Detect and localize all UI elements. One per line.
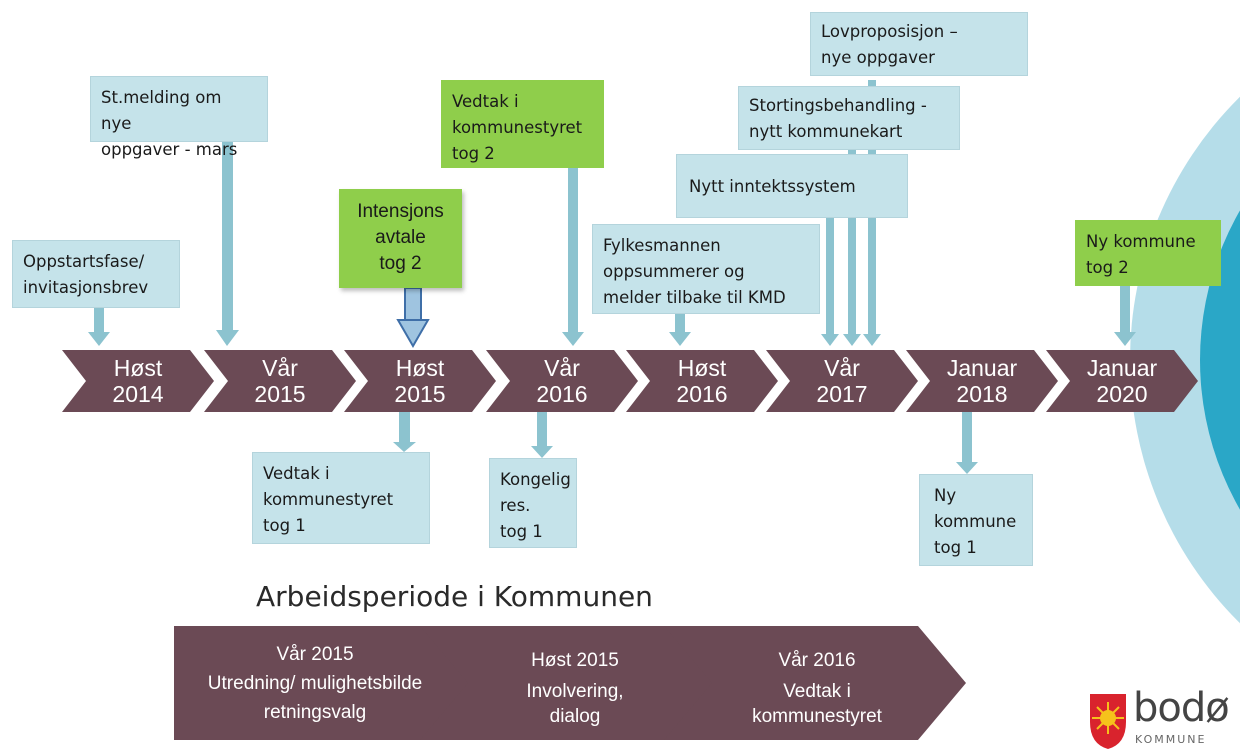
step-label-1: Høst 2014 (112, 355, 164, 407)
chevron-var-2015 (204, 350, 356, 412)
step-label-6: Vår 2017 (816, 355, 868, 407)
work-period-title: Arbeidsperiode i Kommunen (256, 580, 653, 613)
step-label-3: Høst 2015 (394, 355, 446, 407)
step-label-5: Høst 2016 (676, 355, 728, 407)
logo-name: bodø (1133, 685, 1230, 731)
bodo-logo-mark (1090, 694, 1126, 749)
box-st-melding: St.melding om nye oppgaver - mars (90, 76, 268, 159)
box-vedtak-tog2: Vedtak i kommunestyret tog 2 (441, 80, 604, 168)
box-ny-kommune-tog1: Ny kommune tog 1 (919, 474, 1033, 566)
phase-var-2015 (174, 626, 474, 740)
box-oppstartsfase: Oppstartsfase/ invitasjonsbrev (12, 240, 180, 308)
box-vedtak-tog1: Vedtak i kommunestyret tog 1 (252, 452, 430, 544)
box-ny-kommune-tog2: Ny kommune tog 2 (1075, 220, 1221, 286)
box-nytt-inntektssystem: Nytt inntektssystem (676, 154, 908, 218)
step-label-7: Januar 2018 (946, 355, 1018, 407)
chevron-host-2015 (344, 350, 496, 412)
step-label-8: Januar 2020 (1086, 355, 1158, 407)
logo-subtitle: KOMMUNE (1135, 733, 1207, 746)
box-intensjons-avtale: Intensjons avtale tog 2 (339, 189, 462, 288)
box-lovproposisjon: Lovproposisjon – nye oppgaver (810, 12, 1028, 76)
step-label-2: Vår 2015 (254, 355, 306, 407)
chevron-host-2016 (626, 350, 778, 412)
chevron-host-2014 (62, 350, 214, 412)
chevron-var-2017 (766, 350, 918, 412)
intensjon-arrow (396, 287, 430, 349)
phase-label-3: Vår 2016 Vedtak i kommunestyret (752, 650, 882, 727)
phase-label-1: Vår 2015 Utredning/ mulighetsbilde retni… (207, 644, 423, 723)
box-fylkesmannen: Fylkesmannen oppsummerer og melder tilba… (592, 224, 820, 314)
phase-label-2: Høst 2015 Involvering, dialog (526, 650, 624, 727)
timeline-chevrons (62, 350, 1198, 412)
phase-var-2016 (664, 626, 966, 740)
chevron-var-2016 (486, 350, 638, 412)
chevron-januar-2018 (906, 350, 1058, 412)
box-stortingsbehandling: Stortingsbehandling - nytt kommunekart (738, 86, 960, 150)
box-kongelig-res: Kongelig res. tog 1 (489, 458, 577, 548)
work-period-chevrons (174, 626, 966, 740)
step-label-4: Vår 2016 (536, 355, 588, 407)
phase-host-2015 (420, 626, 718, 740)
chevron-januar-2020 (1046, 350, 1198, 412)
